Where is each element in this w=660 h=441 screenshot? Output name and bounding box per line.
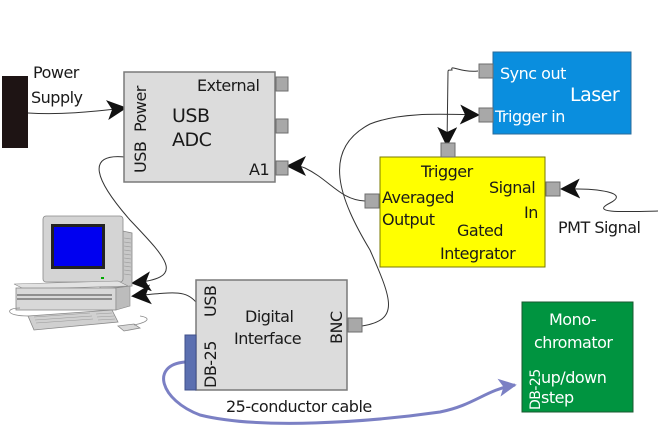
usb-adc-port-middle[interactable] — [275, 118, 289, 134]
monochromator-box — [521, 301, 634, 413]
monochromator-label-step: step — [541, 388, 574, 407]
monitor-screen — [54, 227, 102, 266]
power-supply-label-1: Power — [33, 63, 80, 82]
wire-averaged-to-a1 — [286, 155, 366, 202]
power-supply: Power Supply — [2, 63, 83, 148]
keyboard — [27, 309, 119, 331]
power-supply-block — [2, 76, 28, 148]
digital-interface-port-db25[interactable] — [184, 334, 197, 391]
laser-box — [492, 51, 632, 135]
pmt-signal-label: PMT Signal — [558, 218, 640, 237]
integrator-title-2: Integrator — [440, 244, 516, 263]
digital-interface-box — [195, 279, 348, 391]
integrator-port-averaged-output[interactable] — [364, 193, 380, 209]
integrator-label-signal-1: Signal — [489, 178, 535, 197]
usb-adc-label-external: External — [197, 76, 259, 95]
monitor-vents — [123, 237, 132, 276]
power-led — [101, 277, 104, 279]
monochromator-label-db25: DB-25 — [528, 369, 544, 410]
usb-adc: External A1 USB ADC Power USB — [123, 71, 289, 183]
usb-adc-label-usb: USB — [131, 142, 150, 173]
digital-interface: Digital Interface USB BNC DB-25 — [184, 279, 363, 391]
integrator-label-averaged-2: Output — [382, 210, 435, 229]
usb-adc-title-1: USB — [172, 105, 210, 127]
wire-sync-to-trigger — [437, 67, 479, 147]
usb-adc-label-a1: A1 — [249, 160, 269, 179]
digital-interface-port-bnc[interactable] — [347, 317, 363, 333]
base-side — [115, 285, 131, 311]
integrator-label-signal-2: In — [524, 203, 538, 222]
usb-adc-box — [123, 71, 276, 183]
digital-interface-title-1: Digital — [245, 307, 293, 326]
laser-label-trigger-in: Trigger in — [494, 107, 565, 126]
usb-adc-port-a1[interactable] — [275, 160, 289, 176]
integrator-label-averaged-1: Averaged — [382, 188, 454, 207]
laser-port-trigger-in[interactable] — [478, 107, 494, 123]
monochromator-title-2: chromator — [534, 333, 613, 352]
keyboard-cable — [9, 307, 29, 317]
wire-bnc-to-trigger-in — [339, 104, 480, 327]
usb-adc-title-2: ADC — [172, 129, 212, 151]
usb-adc-label-power: Power — [131, 85, 150, 132]
digital-interface-label-db25: DB-25 — [201, 341, 220, 388]
integrator-port-signal-in[interactable] — [545, 181, 561, 197]
laser: Sync out Laser Trigger in — [478, 51, 632, 135]
integrator-title-1: Gated — [457, 221, 503, 240]
monochromator-title-1: Mono- — [549, 310, 596, 329]
wire-25-conductor-cable — [162, 360, 517, 425]
mouse — [117, 323, 142, 332]
power-supply-label-2: Supply — [31, 88, 83, 107]
integrator-port-trigger[interactable] — [440, 142, 456, 158]
wire-adc-usb-to-computer — [98, 156, 167, 292]
monochromator: Mono- chromator DB-25 up/down step — [521, 301, 634, 413]
laser-label-sync-out: Sync out — [500, 64, 566, 83]
wire-power — [27, 100, 127, 120]
wire-pmt-to-signal — [560, 178, 659, 213]
laser-port-sync-out[interactable] — [478, 63, 494, 79]
keyboard-keys — [33, 312, 116, 324]
digital-interface-label-usb: USB — [201, 286, 220, 317]
integrator-box — [379, 156, 546, 268]
laser-title: Laser — [570, 84, 620, 106]
cable-label: 25-conductor cable — [226, 397, 372, 416]
computer[interactable] — [9, 215, 148, 332]
gated-integrator: Trigger Averaged Output Signal In Gated … — [364, 142, 561, 268]
wires — [27, 67, 659, 425]
integrator-label-trigger: Trigger — [420, 162, 474, 181]
digital-interface-title-2: Interface — [234, 329, 301, 348]
monochromator-label-updown: up/down — [541, 368, 606, 387]
wire-di-usb-to-computer — [131, 284, 197, 305]
usb-adc-port-external[interactable] — [275, 76, 289, 92]
digital-interface-label-bnc: BNC — [327, 311, 346, 344]
mouse-cable — [133, 315, 148, 326]
